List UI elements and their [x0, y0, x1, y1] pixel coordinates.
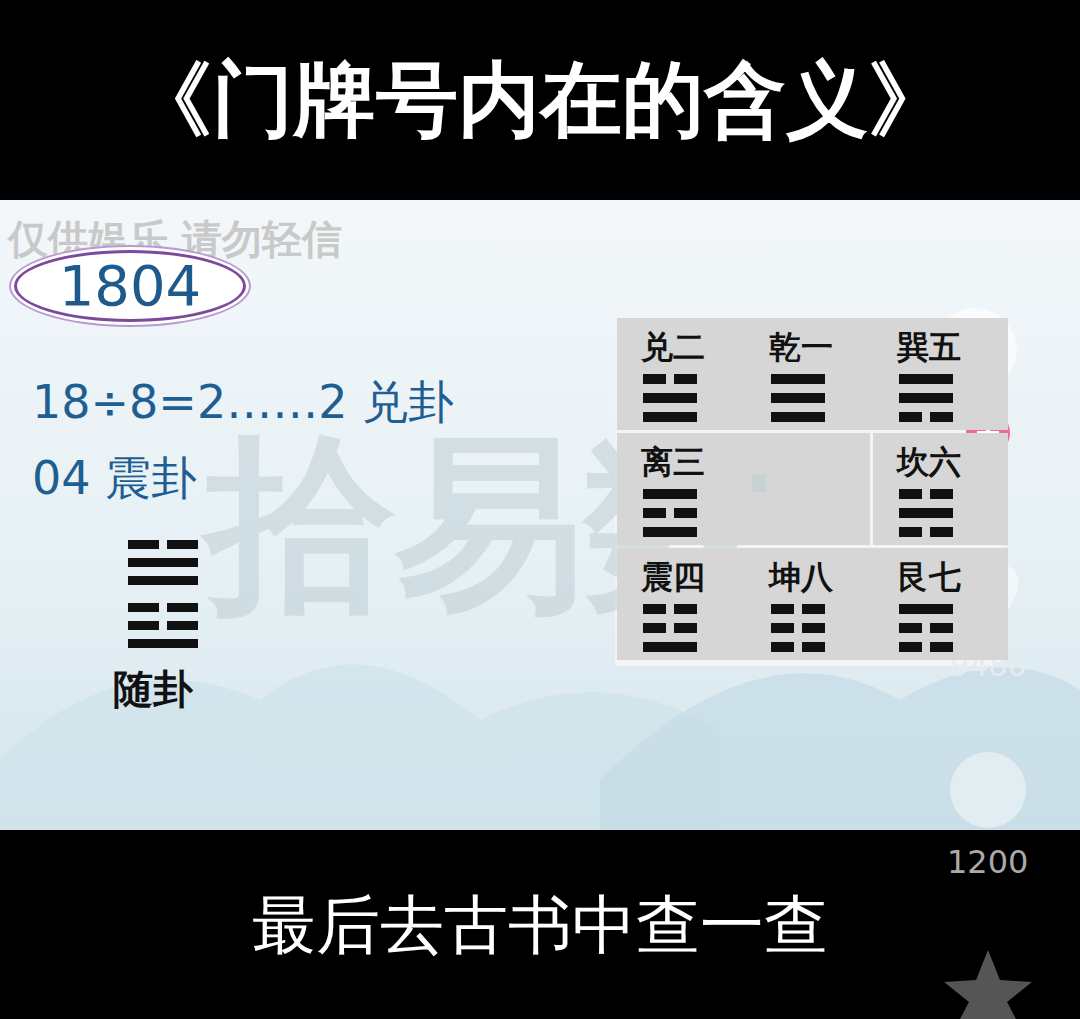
trigram-line [802, 642, 825, 652]
hexagram-name: 随卦 [113, 662, 193, 717]
trigram-line [899, 393, 953, 403]
trigram-name: 坎六 [897, 443, 1008, 481]
trigram-name: 坤八 [769, 558, 880, 596]
trigram-line [802, 623, 825, 633]
comment-icon [950, 752, 1026, 828]
house-number: 1804 [59, 254, 202, 318]
trigram-line [771, 604, 794, 614]
trigram-line [930, 412, 953, 422]
calculation: 18÷8=2……2 兑卦 [32, 372, 454, 434]
trigram-symbol [899, 374, 953, 424]
trigram-name: 震四 [641, 558, 752, 596]
hexagram-symbol [128, 540, 198, 648]
trigram-line [930, 489, 953, 499]
caption-band [0, 830, 1080, 1019]
trigram-line [899, 508, 953, 518]
trigram-line [771, 623, 794, 633]
scene-ground [0, 200, 1080, 830]
caption: 最后去古书中查一查 [0, 885, 1080, 965]
trigram-name: 巽五 [897, 328, 1008, 366]
trigram-cell: 坤八 [745, 548, 880, 660]
trigram-line [643, 412, 697, 422]
calculation: 04 震卦 [32, 448, 197, 510]
trigram-line [771, 642, 794, 652]
trigram-name: 乾一 [769, 328, 880, 366]
trigram-symbol [899, 489, 953, 539]
comment-count: 1200 [947, 843, 1028, 881]
number-badge: 1804 [14, 250, 246, 322]
trigram-line [771, 393, 825, 403]
trigram-line [643, 508, 666, 518]
trigram-name: 艮七 [897, 558, 1008, 596]
favorite-star [944, 950, 1032, 1019]
trigram-line [674, 374, 697, 384]
trigram-line [674, 604, 697, 614]
trigram-cell: 坎六 [873, 433, 1008, 545]
trigram-symbol [771, 374, 825, 424]
trigram-cell: 巽五 [873, 318, 1008, 430]
trigram-symbol [771, 604, 825, 654]
trigram-cell: 离三 [617, 433, 752, 545]
trigram-cell: 艮七 [873, 548, 1008, 660]
trigram-line [643, 642, 697, 652]
trigram-symbol [643, 604, 697, 654]
trigram-line [674, 623, 697, 633]
trigram-name: 兑二 [641, 328, 752, 366]
trigram-symbol [899, 604, 953, 654]
trigram-line [899, 604, 953, 614]
trigram-line [899, 412, 922, 422]
trigram-cell: 乾一 [745, 318, 880, 430]
trigram-line [643, 623, 666, 633]
trigram-line [643, 393, 697, 403]
trigram-symbol [643, 489, 697, 539]
trigram-line [674, 508, 697, 518]
trigram-line [771, 412, 825, 422]
trigram-line [899, 489, 922, 499]
trigram-line [802, 604, 825, 614]
title-band [0, 0, 1080, 200]
trigram-line [899, 642, 922, 652]
trigram-line [899, 374, 953, 384]
trigram-cell: 震四 [617, 548, 752, 660]
trigram-name: 离三 [641, 443, 752, 481]
trigram-line [899, 623, 922, 633]
trigram-line [930, 527, 953, 537]
title: 《门牌号内在的含义》 [0, 48, 1080, 152]
mountain [600, 667, 1080, 830]
trigram-cell: 兑二 [617, 318, 752, 430]
trigram-line [930, 623, 953, 633]
trigram-line [930, 642, 953, 652]
trigram-line [771, 374, 825, 384]
trigram-line [899, 527, 922, 537]
trigram-line [643, 604, 666, 614]
trigram-line [643, 489, 697, 499]
trigram-line [643, 527, 697, 537]
trigram-line [643, 374, 666, 384]
trigram-symbol [643, 374, 697, 424]
